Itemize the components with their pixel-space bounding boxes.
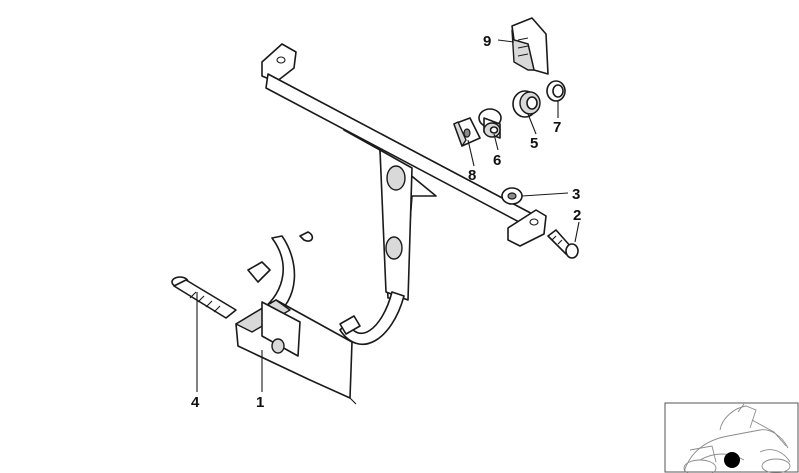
leader-lines — [196, 39, 580, 392]
clip — [511, 17, 549, 75]
callout-3: 3 — [572, 186, 580, 203]
ring — [546, 80, 566, 102]
callout-labels: 1 2 3 4 5 6 7 8 9 — [191, 33, 581, 411]
bolt-long — [171, 276, 237, 319]
leader-8 — [467, 139, 475, 167]
washer — [501, 187, 523, 205]
callout-9: 9 — [483, 33, 491, 50]
leader-9 — [497, 39, 515, 43]
callout-5: 5 — [530, 135, 538, 152]
callout-6: 6 — [493, 152, 501, 169]
spacer — [512, 90, 541, 118]
bracket-frame — [235, 43, 547, 405]
locator-inset — [664, 402, 799, 473]
square-nut — [453, 117, 481, 147]
callout-2: 2 — [573, 207, 581, 224]
leader-6 — [493, 133, 499, 151]
callout-7: 7 — [553, 119, 561, 136]
callout-1: 1 — [256, 394, 264, 411]
callout-8: 8 — [468, 167, 476, 184]
leader-5 — [527, 113, 537, 135]
leader-3 — [521, 192, 569, 197]
location-marker-icon — [724, 452, 740, 468]
leader-2 — [574, 221, 580, 243]
callout-4: 4 — [191, 394, 200, 411]
screw-small — [547, 229, 579, 259]
grommet — [478, 108, 502, 139]
